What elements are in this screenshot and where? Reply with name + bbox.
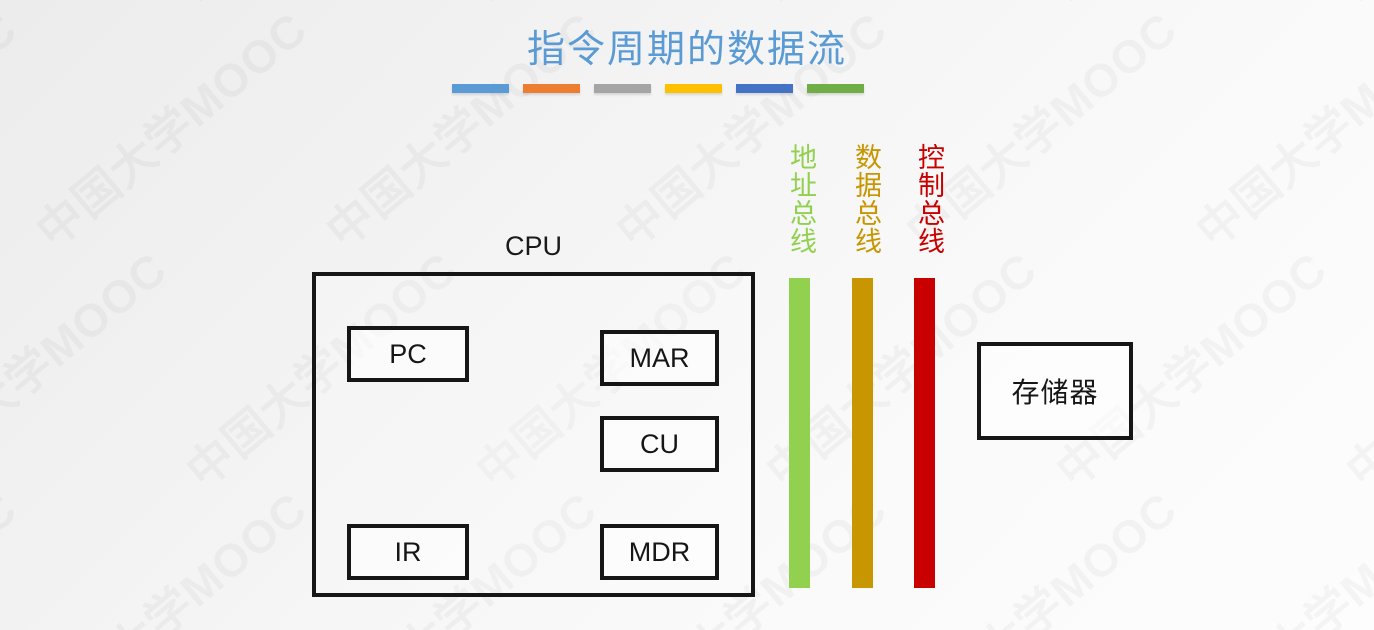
memory-box: 存储器 [977,342,1133,440]
register-box-pc: PC [347,326,469,382]
accent-bar-orange [523,84,580,93]
register-box-mar: MAR [600,330,719,386]
accent-bar-green [807,84,864,93]
cpu-label: CPU [504,231,562,261]
bus-bar-control [914,278,935,588]
watermark-text: 中国大学MOOC [0,235,179,501]
accent-bar-gray [594,84,651,93]
bus-bar-address [789,278,810,588]
page-title: 指令周期的数据流 [526,27,847,71]
register-box-mdr: MDR [600,524,719,580]
title-accent-bars [452,84,864,93]
accent-bar-blue [452,84,509,93]
watermark-text: 中国大学MOOC [20,475,319,630]
bus-label-address: 地址总线 [785,143,816,255]
accent-bar-dark-blue [736,84,793,93]
bus-label-data: 数据总线 [850,143,881,255]
watermark-text: 中国大学MOOC [0,475,29,630]
bus-bar-data [852,278,873,588]
accent-bar-yellow [665,84,722,93]
bus-label-control: 控制总线 [913,143,944,255]
register-box-ir: IR [347,524,469,580]
watermark-text: 中国大学MOOC [1180,475,1374,630]
register-box-cu: CU [600,416,719,472]
watermark-text: 中国大学MOOC [1330,235,1374,501]
